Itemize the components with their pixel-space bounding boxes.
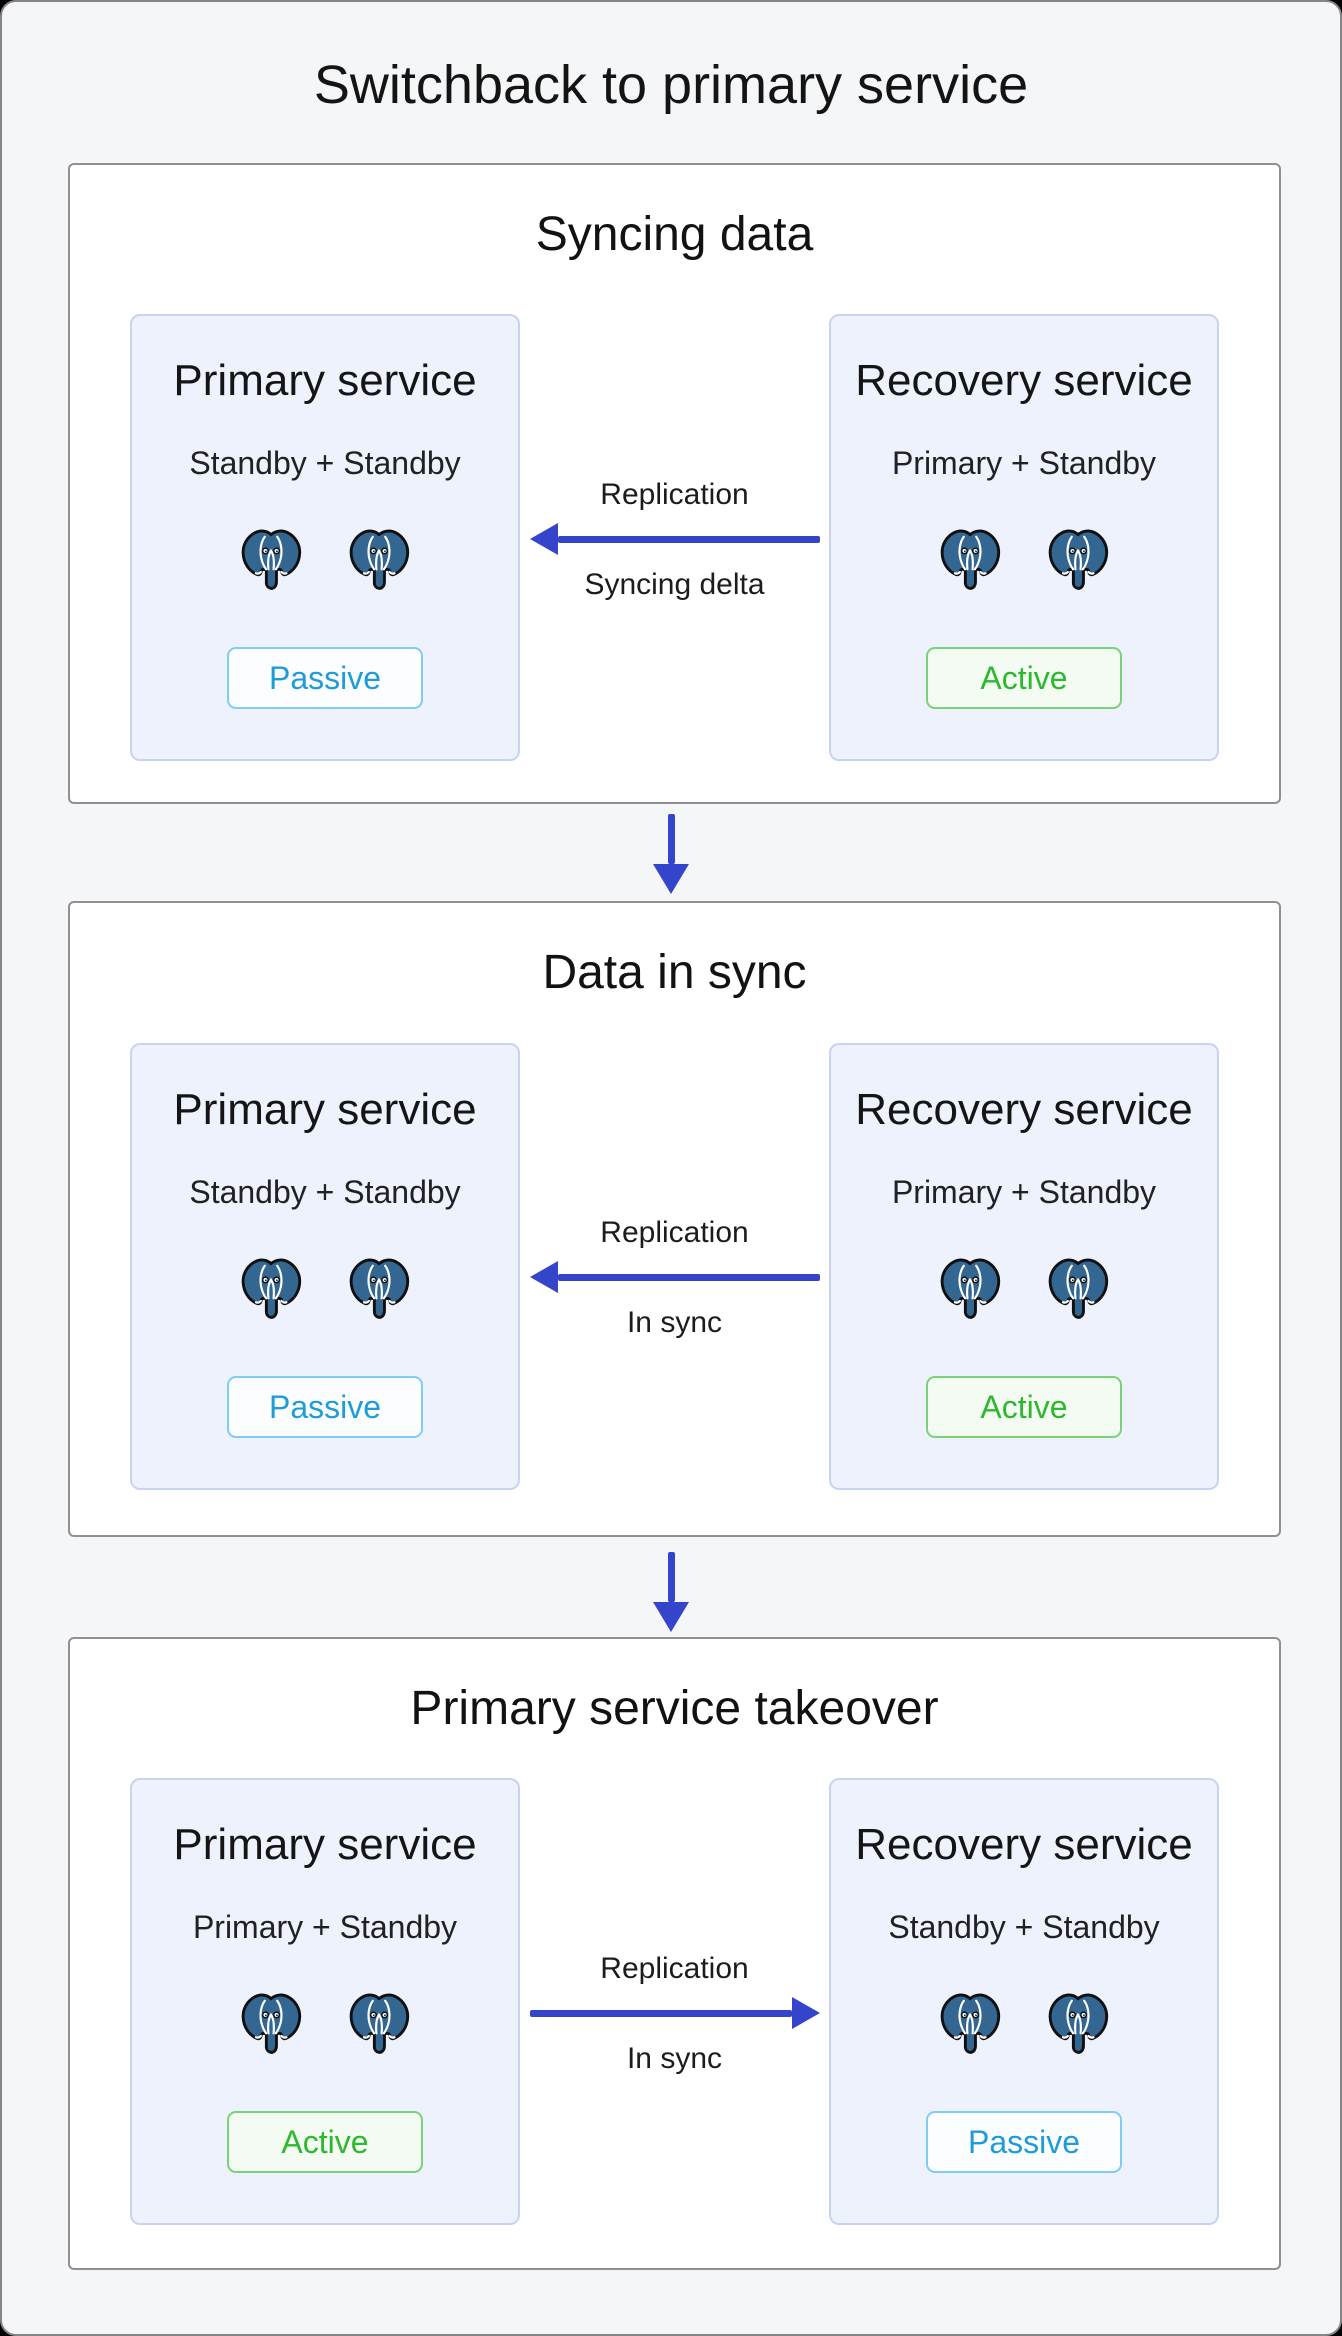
postgresql-elephant-icon	[346, 527, 412, 593]
arrow-head	[791, 1997, 820, 2029]
arrow-shaft	[557, 1273, 820, 1281]
service-title: Primary service	[173, 356, 477, 405]
arrow-head	[529, 1261, 558, 1293]
replication-label: Replication	[600, 1952, 749, 1985]
postgresql-elephant-icon	[346, 1991, 412, 2057]
arrow-shaft	[529, 2009, 792, 2017]
postgresql-elephant-icon	[238, 1991, 304, 2057]
service-title: Primary service	[173, 1820, 477, 1869]
stage-title: Syncing data	[535, 208, 814, 261]
stage-title: Primary service takeover	[410, 1682, 939, 1735]
service-roles-label: Standby + Standby	[189, 1173, 461, 1210]
status-badge: Active	[227, 2111, 423, 2174]
replication-flow: Replication In sync	[495, 1215, 855, 1341]
flow-connector-arrow	[653, 1552, 689, 1632]
recovery-service-box: Recovery service Standby + Standby Passi…	[829, 1778, 1219, 2225]
replication-flow: Replication In sync	[495, 1951, 855, 2077]
replication-arrow	[529, 1261, 820, 1293]
service-roles-label: Primary + Standby	[192, 1908, 458, 1945]
service-title: Primary service	[173, 1085, 477, 1134]
flow-connector-arrow	[653, 814, 689, 894]
stage-panel-syncing-data: Syncing data Primary service Standby + S…	[68, 163, 1281, 804]
arrow-shaft	[667, 1552, 675, 1602]
service-roles-label: Standby + Standby	[888, 1908, 1160, 1945]
arrow-shaft	[667, 814, 675, 864]
stage-title: Data in sync	[542, 946, 807, 999]
primary-service-box: Primary service Standby + Standby Passiv…	[130, 314, 520, 761]
replication-label: Replication	[600, 1216, 749, 1249]
diagram-title: Switchback to primary service	[313, 55, 1029, 115]
service-roles-label: Primary + Standby	[891, 444, 1157, 481]
recovery-service-box: Recovery service Primary + Standby Activ…	[829, 314, 1219, 761]
postgres-instances	[937, 527, 1111, 593]
status-badge: Active	[926, 1376, 1122, 1439]
stage-panel-primary-service-takeover: Primary service takeover Primary service…	[68, 1637, 1281, 2270]
arrow-head	[529, 523, 558, 555]
postgresql-elephant-icon	[1045, 527, 1111, 593]
stage-panel-data-in-sync: Data in sync Primary service Standby + S…	[68, 901, 1281, 1537]
status-badge: Passive	[227, 1376, 423, 1439]
postgresql-elephant-icon	[1045, 1991, 1111, 2057]
sync-state-label: Syncing delta	[584, 568, 765, 601]
replication-arrow	[529, 1997, 820, 2029]
postgresql-elephant-icon	[1045, 1256, 1111, 1322]
service-roles-label: Standby + Standby	[189, 444, 461, 481]
postgresql-elephant-icon	[238, 527, 304, 593]
arrow-head	[653, 864, 689, 894]
primary-service-box: Primary service Standby + Standby Passiv…	[130, 1043, 520, 1490]
service-title: Recovery service	[855, 1085, 1193, 1134]
arrow-shaft	[557, 535, 820, 543]
postgresql-elephant-icon	[937, 527, 1003, 593]
postgresql-elephant-icon	[346, 1256, 412, 1322]
status-badge: Active	[926, 647, 1122, 710]
postgresql-elephant-icon	[937, 1991, 1003, 2057]
arrow-head	[653, 1602, 689, 1632]
postgres-instances	[937, 1991, 1111, 2057]
status-badge: Passive	[227, 647, 423, 710]
postgres-instances	[238, 1256, 412, 1322]
service-title: Recovery service	[855, 356, 1193, 405]
postgres-instances	[238, 527, 412, 593]
sync-state-label: In sync	[626, 1306, 723, 1339]
replication-arrow	[529, 523, 820, 555]
sync-state-label: In sync	[626, 2042, 723, 2075]
service-roles-label: Primary + Standby	[891, 1173, 1157, 1210]
primary-service-box: Primary service Primary + Standby Active	[130, 1778, 520, 2225]
postgres-instances	[238, 1991, 412, 2057]
replication-label: Replication	[600, 478, 749, 511]
postgres-instances	[937, 1256, 1111, 1322]
replication-flow: Replication Syncing delta	[495, 477, 855, 603]
service-title: Recovery service	[855, 1820, 1193, 1869]
status-badge: Passive	[926, 2111, 1122, 2174]
recovery-service-box: Recovery service Primary + Standby Activ…	[829, 1043, 1219, 1490]
postgresql-elephant-icon	[238, 1256, 304, 1322]
postgresql-elephant-icon	[937, 1256, 1003, 1322]
